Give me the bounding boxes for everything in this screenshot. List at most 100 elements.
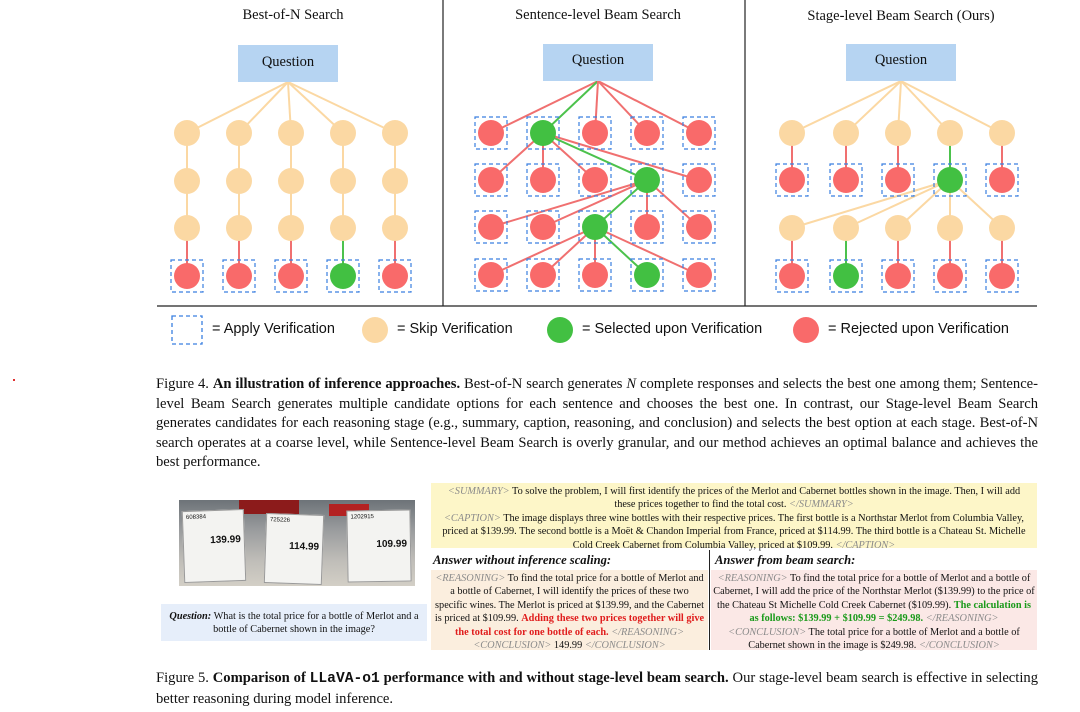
skipped-node	[330, 120, 356, 146]
rejected-node	[530, 167, 556, 193]
skip-verification-legend-icon	[362, 317, 388, 343]
skipped-node	[330, 168, 356, 194]
apply-verification-box	[630, 258, 664, 292]
rejected-node	[530, 214, 556, 240]
rejected-node	[686, 214, 712, 240]
skipped-node	[989, 215, 1015, 241]
rejected-node	[226, 263, 252, 289]
rejected-node	[382, 263, 408, 289]
answer-beam-search-panel: <REASONING> To find the total price for …	[711, 570, 1037, 652]
rejected-node	[686, 167, 712, 193]
left-conclusion-close-tag: </CONCLUSION>	[584, 640, 666, 652]
apply-verification-box	[578, 163, 612, 197]
selected-node	[330, 263, 356, 289]
question-label: Question	[261, 54, 315, 70]
apply-verification-box	[933, 259, 967, 293]
price-tag-sku: 1202915	[350, 514, 374, 521]
apply-verification-box	[682, 210, 716, 244]
rejected-node	[478, 262, 504, 288]
rejected-node	[989, 167, 1015, 193]
skipped-node	[779, 120, 805, 146]
summary-caption-panel: <SUMMARY> To solve the problem, I will f…	[431, 483, 1037, 551]
column-title: Stage-level Beam Search (Ours)	[807, 8, 995, 24]
apply-verification-box	[775, 163, 809, 197]
selected-legend-icon	[547, 317, 573, 343]
rejected-node	[582, 167, 608, 193]
right-reasoning-correct: The calculation is as follows: $139.99 +…	[749, 599, 1031, 625]
rejected-node	[478, 120, 504, 146]
summary-text: To solve the problem, I will first ident…	[512, 486, 1021, 511]
selected-node	[582, 214, 608, 240]
rejected-node	[582, 262, 608, 288]
apply-verification-box	[526, 116, 560, 150]
apply-verification-box	[578, 258, 612, 292]
caption-text: The image displays three wine bottles wi…	[442, 512, 1026, 551]
apply-verification-legend-icon	[171, 315, 203, 345]
right-conclusion-open-tag: <CONCLUSION>	[728, 626, 807, 638]
right-conclusion-close-tag: </CONCLUSION>	[918, 640, 1000, 652]
apply-verification-box	[578, 116, 612, 150]
tree-edge	[490, 179, 648, 228]
question-label: Question	[571, 52, 625, 68]
selected-node	[530, 120, 556, 146]
rejected-node	[582, 120, 608, 146]
tree-edge	[594, 226, 700, 276]
selected-node	[833, 263, 859, 289]
tree-edge	[542, 132, 648, 181]
apply-verification-box	[630, 116, 664, 150]
rejected-node	[278, 263, 304, 289]
left-conclusion-open-tag: <CONCLUSION>	[473, 640, 552, 652]
tree-edge	[287, 81, 396, 134]
figure5-label: Figure 5.	[156, 670, 209, 686]
column-title: Sentence-level Beam Search	[515, 7, 681, 23]
skipped-node	[174, 120, 200, 146]
summary-close-tag: </SUMMARY>	[789, 499, 854, 511]
rejected-node	[779, 167, 805, 193]
apply-verification-box	[222, 259, 256, 293]
tree-edge	[542, 132, 700, 181]
apply-verification-box	[985, 163, 1019, 197]
figure4-label: Figure 4.	[156, 376, 209, 392]
question-box	[238, 45, 338, 82]
apply-verification-box	[526, 210, 560, 244]
figure5-bold-b: performance with and without stage-level…	[383, 670, 729, 686]
legend-apply-verification: = Apply Verification	[212, 321, 335, 337]
apply-verification-box	[985, 259, 1019, 293]
skipped-node	[174, 168, 200, 194]
tree-edge	[490, 226, 596, 276]
apply-verification-box	[682, 116, 716, 150]
price-tag-sku: 725226	[269, 517, 291, 524]
apply-verification-box	[474, 116, 508, 150]
rejected-node	[885, 167, 911, 193]
summary-open-tag: <SUMMARY>	[447, 486, 510, 497]
question-text: What is the total price for a bottle of …	[213, 611, 419, 636]
apply-verification-box	[829, 163, 863, 197]
rejected-node	[174, 263, 200, 289]
verification-boxes	[170, 116, 1019, 293]
apply-verification-box	[881, 163, 915, 197]
tree-edge	[490, 80, 599, 134]
apply-verification-box	[378, 259, 412, 293]
rejected-node	[634, 120, 660, 146]
figure4-caption: Figure 4. An illustration of inference a…	[156, 375, 1038, 473]
skipped-node	[330, 215, 356, 241]
tree-edge	[542, 179, 648, 228]
wine-price-tags-photo: 608384 139.99 725226 114.99 1202915 109.…	[179, 500, 415, 586]
tree-edge	[900, 80, 1003, 134]
selected-node	[634, 167, 660, 193]
price-tag-price: 139.99	[210, 534, 241, 547]
skipped-node	[885, 215, 911, 241]
figure5-model-name: LLaVA-o1	[309, 671, 380, 687]
rejected-node	[937, 263, 963, 289]
answer-without-scaling-panel: <REASONING> To find the total price for …	[431, 570, 708, 652]
skipped-node	[226, 168, 252, 194]
price-tag: 725226 114.99	[263, 513, 325, 585]
rejected-node	[686, 120, 712, 146]
skipped-node	[226, 120, 252, 146]
price-tag: 608384 139.99	[181, 508, 247, 584]
rejected-node	[989, 263, 1015, 289]
rejected-node	[478, 214, 504, 240]
apply-verification-box	[630, 163, 664, 197]
skipped-node	[278, 120, 304, 146]
skipped-node	[779, 215, 805, 241]
